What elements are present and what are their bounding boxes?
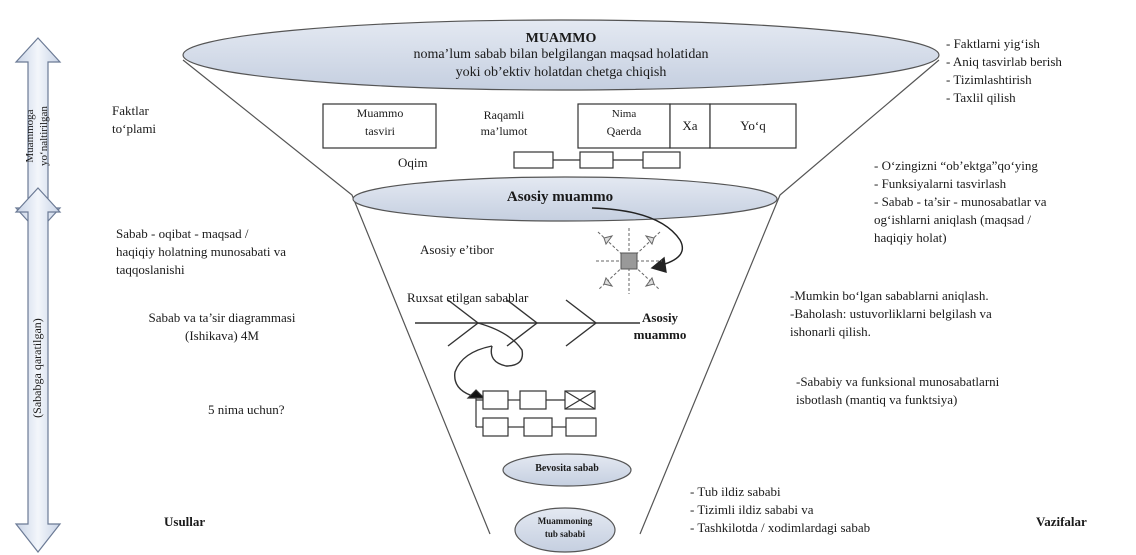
fishbone-diagram: [415, 299, 640, 399]
top-ellipse: [182, 19, 940, 91]
arrow-muammoga-label: Muammoga yo‘naltirilgan: [23, 86, 53, 186]
raqamli-label-line1: Raqamli: [483, 108, 525, 122]
tasks-block4-line2: isbotlash (mantiq va funktsiya): [796, 392, 958, 407]
tasks-block5-item1: - Tub ildiz sababi: [690, 484, 781, 499]
ishikava-line2: (Ishikava) 4M: [184, 328, 259, 343]
arrow-muammoga-line1: Muammoga: [24, 109, 36, 163]
problem-definition-line-2: yoki ob’ektiv holatdan chetga chiqish: [455, 65, 667, 80]
fishbone-head-line1: Asosiy: [641, 310, 679, 325]
oqim-label: Oqim: [398, 155, 428, 170]
box-muammo-tasviri-line2: tasviri: [365, 124, 395, 138]
tasks-block5-item2: - Tizimli ildiz sababi va: [690, 502, 814, 517]
funnel-outline: [182, 59, 940, 535]
tasks-block5-item3: - Tashkilotda / xodimlardagi sabab: [690, 520, 871, 535]
asosiy-muammo-title: Asosiy muammo: [506, 189, 614, 205]
sabab-oqibat-line1: Sabab - oqibat - maqsad /: [116, 226, 249, 241]
problem-definition-line-1: noma’lum sabab bilan belgilangan maqsad …: [413, 47, 709, 62]
box-nima-line2: Qaerda: [606, 124, 642, 138]
faktlar-label-line2: to‘plami: [112, 121, 157, 136]
tasks-block1-item4: - Taxlil qilish: [946, 90, 1016, 105]
box-xa: Xa: [682, 118, 698, 133]
tasks-block3-line3: ishonarli qilish.: [790, 324, 871, 339]
fishbone-head-line2: muammo: [633, 327, 687, 342]
vazifalar-label: Vazifalar: [1036, 514, 1087, 529]
tub-sababi-line1: Muammoning: [537, 516, 593, 526]
ruxsat-label: Ruxsat etilgan sabablar: [407, 290, 529, 305]
tasks-block1-item3: - Tizimlashtirish: [946, 72, 1032, 87]
sabab-oqibat-line2: haqiqiy holatning munosabati va: [116, 244, 287, 259]
tasks-block2-line2: - Funksiyalarni tasvirlash: [874, 176, 1007, 191]
problem-title: MUAMMO: [525, 31, 597, 46]
arrow-muammoga-line2: yo‘naltirilgan: [38, 106, 50, 166]
fact-boxes: [322, 103, 797, 149]
bevosita-ellipse: [502, 453, 632, 487]
arrow-sababga-label: (Sababga qaratilgan): [30, 318, 44, 418]
tasks-block2-line1: - O‘zingizni “ob’ektga”qo‘ying: [874, 158, 1038, 173]
tasks-block1-item1: - Faktlarni yig‘ish: [946, 36, 1040, 51]
box-yoq: Yo‘q: [740, 118, 766, 133]
box-muammo-tasviri-line1: Muammo: [356, 106, 404, 120]
tasks-block4-line1: -Sababiy va funksional munosabatlarni: [796, 374, 1000, 389]
tasks-block2-line4: og‘ishlarni aniqlash (maqsad /: [874, 212, 1032, 227]
tasks-block3-line2: -Baholash: ustuvorliklarni belgilash va: [790, 306, 992, 321]
sabab-oqibat-line3: taqqoslanishi: [116, 262, 185, 277]
why-tree: [466, 389, 597, 437]
bevosita-sabab-label: Bevosita sabab: [535, 463, 599, 474]
cross-arrows-icon: [596, 228, 662, 294]
left-double-arrow: [14, 37, 62, 553]
box-nima-line1: Nima: [611, 108, 637, 120]
ishikava-line1: Sabab va ta’sir diagrammasi: [148, 310, 296, 325]
tasks-block1-item2: - Aniq tasvirlab berish: [946, 54, 1062, 69]
asosiy-etibor-label: Asosiy e’tibor: [420, 242, 494, 257]
usullar-label: Usullar: [164, 514, 206, 529]
raqamli-label-line2: ma’lumot: [480, 124, 528, 138]
tub-ellipse: [514, 507, 616, 553]
five-whys-label: 5 nima uchun?: [208, 402, 285, 417]
tasks-block2-line5: haqiqiy holat): [874, 230, 947, 245]
tasks-block3-line1: -Mumkin bo‘lgan sabablarni aniqlash.: [790, 288, 989, 303]
middle-ellipse: [352, 176, 778, 222]
oqim-flow: [513, 151, 681, 169]
tub-sababi-line2: tub sababi: [544, 529, 586, 539]
tasks-block2-line3: - Sabab - ta’sir - munosabatlar va: [874, 194, 1047, 209]
faktlar-label-line1: Faktlar: [112, 103, 149, 118]
curved-arrow: [591, 207, 684, 273]
